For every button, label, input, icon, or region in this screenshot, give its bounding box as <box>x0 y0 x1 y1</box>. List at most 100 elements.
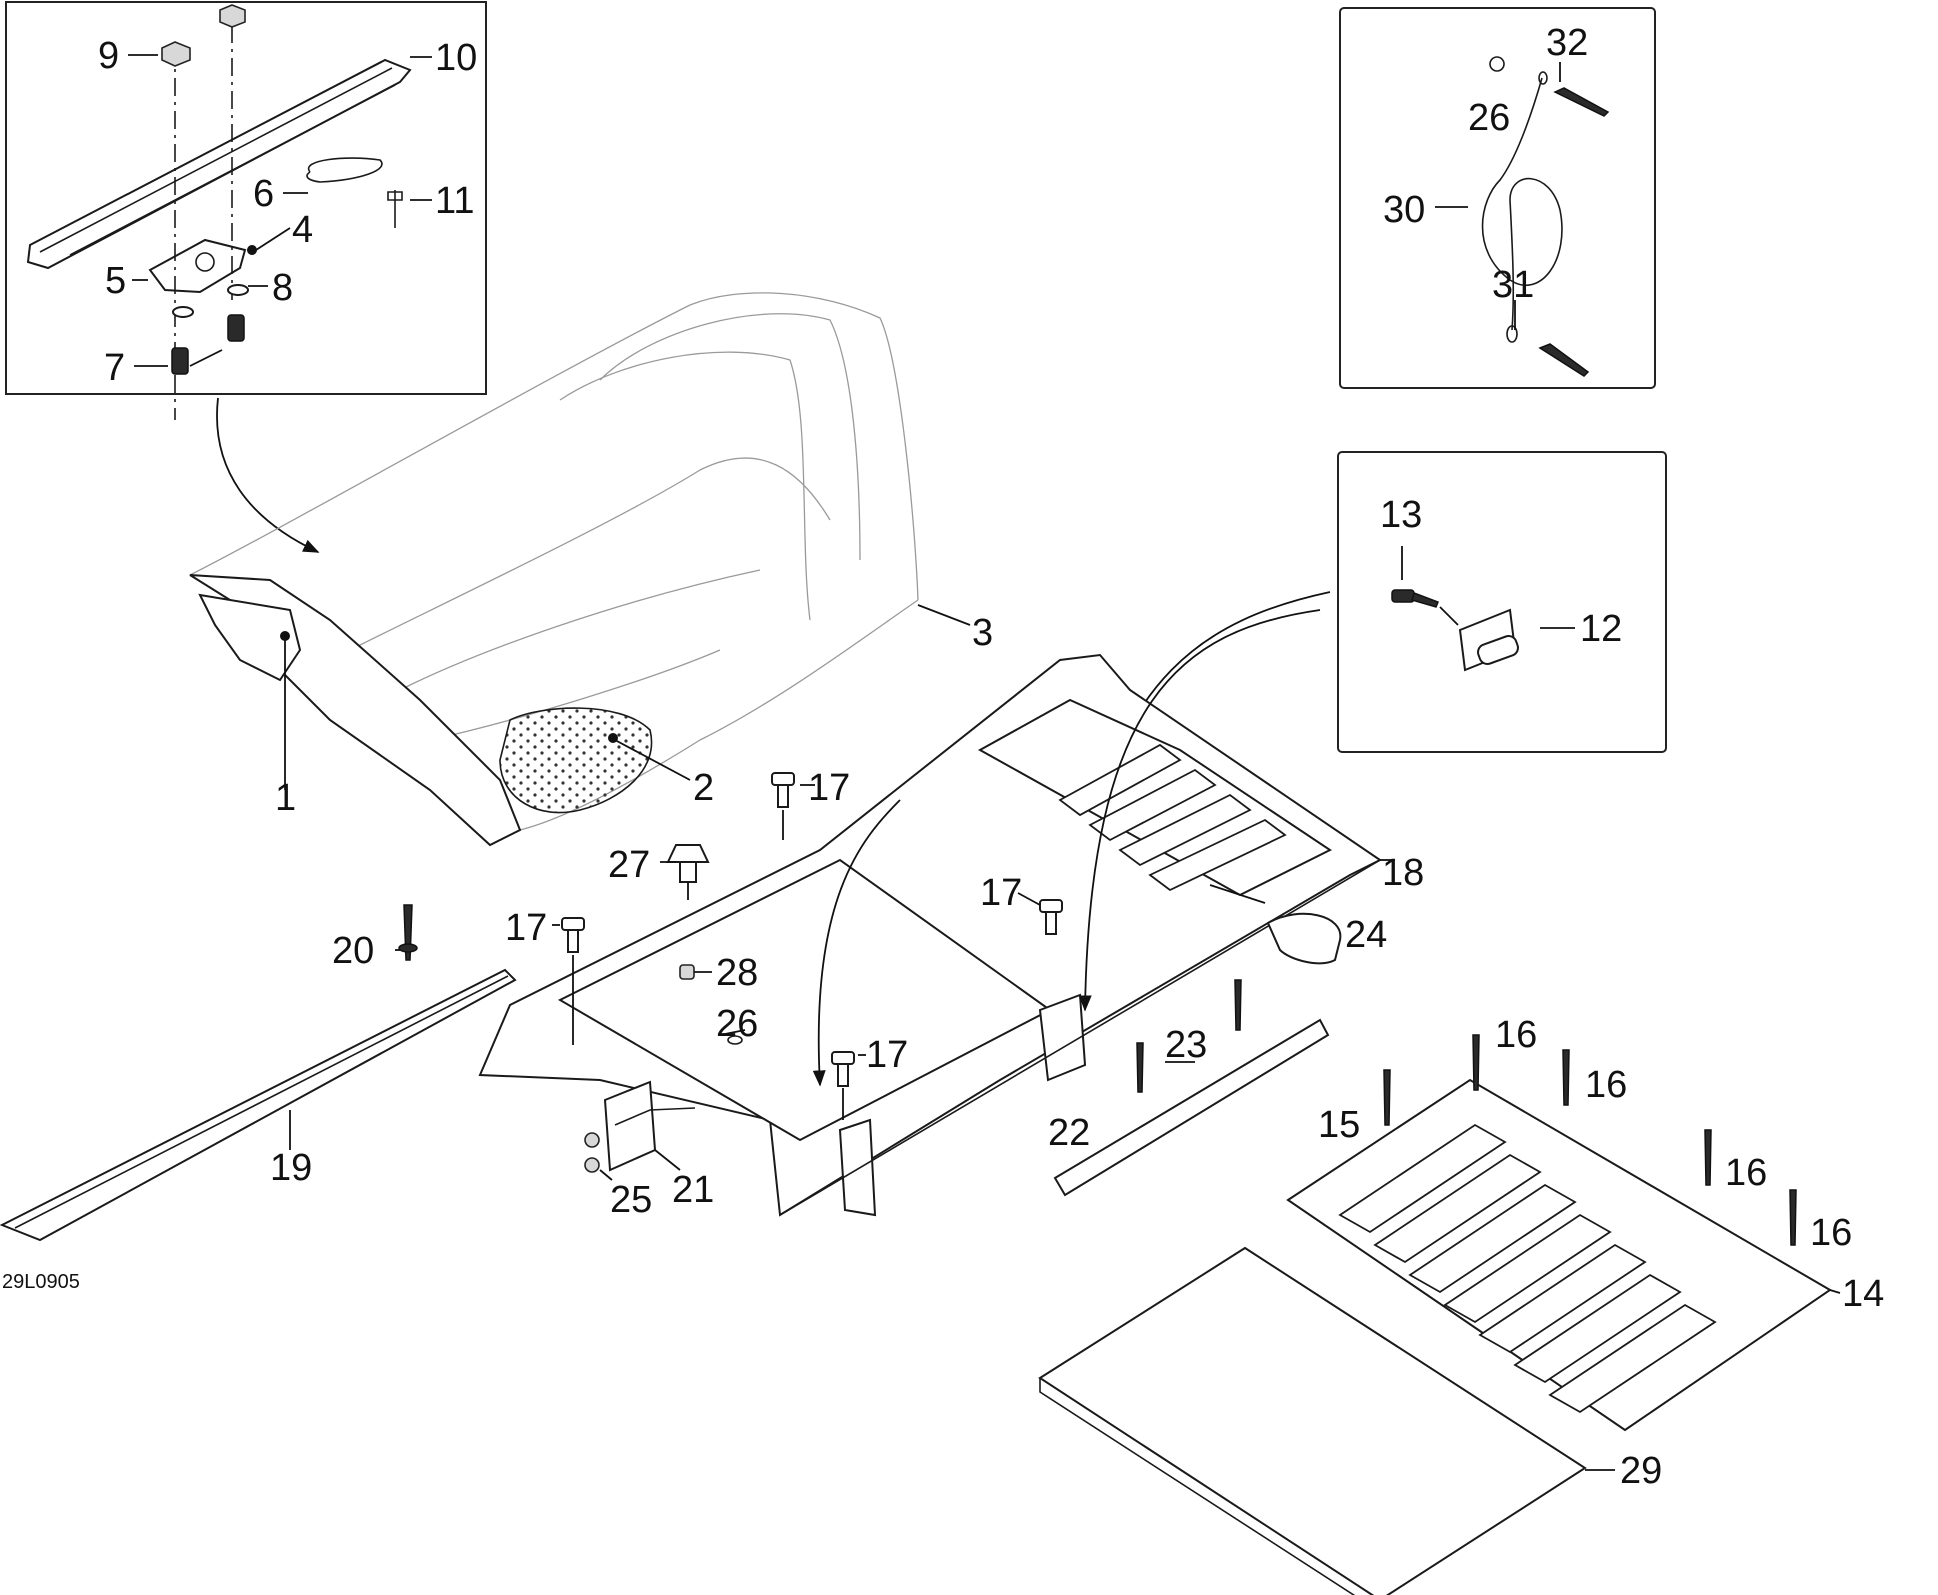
rivet-16-c <box>1704 1129 1712 1186</box>
callout-22: 22 <box>1048 1112 1090 1154</box>
callout-31: 31 <box>1492 264 1534 306</box>
callout-18: 18 <box>1382 852 1424 894</box>
callout-9: 9 <box>98 35 119 77</box>
tub-bracket-rear <box>1038 993 1087 1082</box>
spring <box>306 157 383 183</box>
latch-inset-frame <box>5 1 487 395</box>
seat-base-tub: 18 <box>478 653 1424 1217</box>
deck-slot-2 <box>1088 768 1217 842</box>
callout-16-c: 16 <box>1725 1152 1767 1194</box>
callout-17-b: 17 <box>505 907 547 949</box>
grease-point-4 <box>247 245 257 255</box>
callout-21: 21 <box>672 1169 714 1211</box>
callout-19: 19 <box>270 1147 312 1189</box>
callout-26-inset: 26 <box>1468 97 1510 139</box>
hinge-barrel <box>1477 635 1519 665</box>
callout-17-d: 17 <box>866 1034 908 1076</box>
nut-25-b <box>584 1157 600 1173</box>
callout-11: 11 <box>435 180 474 222</box>
rivet-31 <box>1538 343 1590 377</box>
rivet-16-b <box>1562 1049 1570 1106</box>
callout-16-b: 16 <box>1585 1064 1627 1106</box>
callout-26: 26 <box>716 1003 758 1045</box>
callout-29: 29 <box>1620 1450 1662 1492</box>
callout-14: 14 <box>1842 1273 1884 1315</box>
seat-front-cap <box>198 593 302 682</box>
callout-3: 3 <box>972 612 993 654</box>
tub-bracket-front <box>838 1118 877 1217</box>
rivet-23-b <box>1234 979 1242 1031</box>
callout-10: 10 <box>435 37 477 79</box>
callout-2: 2 <box>693 767 714 809</box>
deck-slot-1 <box>1058 743 1182 817</box>
callout-30: 30 <box>1383 189 1425 231</box>
latch-rail <box>26 58 412 270</box>
callout-7: 7 <box>104 347 125 389</box>
screw-13 <box>1391 589 1415 603</box>
callout-12: 12 <box>1580 608 1622 650</box>
callout-1: 1 <box>275 777 296 819</box>
foam-pad <box>1038 1246 1587 1595</box>
callout-8: 8 <box>272 267 293 309</box>
rivet-16-d <box>1789 1189 1797 1246</box>
deck-slot-4 <box>1148 818 1287 892</box>
callout-15: 15 <box>1318 1104 1360 1146</box>
callout-20: 20 <box>332 930 374 972</box>
nut-25-a <box>584 1132 600 1148</box>
tab-24: 24 <box>1209 884 1387 965</box>
washer-26-inset <box>1489 56 1505 72</box>
callout-32: 32 <box>1546 22 1588 64</box>
screw-7-b <box>227 314 245 342</box>
cable-detail-inset: 32 26 30 31 <box>1339 7 1656 389</box>
callout-28: 28 <box>716 952 758 994</box>
nut-9-a <box>161 41 191 67</box>
hinge-detail-inset: 13 12 <box>1337 451 1667 753</box>
rivet-23-a <box>1136 1042 1144 1093</box>
drawing-code: 29L0905 <box>2 1271 80 1293</box>
callout-25: 25 <box>610 1179 652 1221</box>
screw-7-a <box>171 347 189 375</box>
callout-4: 4 <box>292 209 313 251</box>
washer-26 <box>727 1035 743 1045</box>
plug-27: 27 <box>608 844 710 900</box>
rear-panel-14: 15 16 16 16 16 14 <box>1286 1014 1884 1432</box>
bracket-21 <box>603 1080 657 1172</box>
rivet-32 <box>1553 87 1610 117</box>
bolt-17-a <box>771 772 815 840</box>
end-cap <box>1266 912 1342 965</box>
latch-detail-inset: 9 10 6 11 4 5 8 7 <box>5 1 487 420</box>
pointer-arrow-a <box>812 799 901 1087</box>
callout-17-c: 17 <box>980 872 1022 914</box>
callout-16-d: 16 <box>1810 1212 1852 1254</box>
rivet-11 <box>387 190 403 228</box>
hinge-inset-frame <box>1337 451 1667 753</box>
bolts-17: 17 17 17 17 <box>505 767 1063 1120</box>
callout-17-a: 17 <box>808 767 850 809</box>
deck-slot-3 <box>1118 793 1252 867</box>
side-strip-19: 20 19 <box>0 904 517 1242</box>
callout-5: 5 <box>105 260 126 302</box>
bolt-17-d <box>831 1051 866 1120</box>
seat-assembly: 1 2 3 <box>189 292 993 847</box>
rivet-16-a <box>1472 1034 1480 1091</box>
cable-inset-frame <box>1339 7 1656 389</box>
bar-22: 23 22 <box>1048 979 1330 1197</box>
bolt-17-c <box>1017 892 1063 935</box>
callout-13: 13 <box>1380 494 1422 536</box>
rivet-15 <box>1383 1069 1391 1126</box>
nut-9-b <box>219 4 246 28</box>
callout-6: 6 <box>253 173 274 215</box>
callout-24: 24 <box>1345 914 1387 956</box>
foam-pad-29: 29 <box>1038 1246 1662 1595</box>
washer-8-a <box>172 306 194 318</box>
inset-pointer-arrow <box>216 397 320 553</box>
tether-cable <box>1481 77 1563 331</box>
callout-23: 23 <box>1165 1024 1207 1066</box>
support-bar <box>1053 1018 1330 1197</box>
screw-28: 28 <box>679 952 758 994</box>
seat-pad <box>499 707 653 814</box>
callout-27: 27 <box>608 844 650 886</box>
bolt-17-b <box>552 917 585 1045</box>
pointer-arrow-b <box>1078 609 1321 1012</box>
